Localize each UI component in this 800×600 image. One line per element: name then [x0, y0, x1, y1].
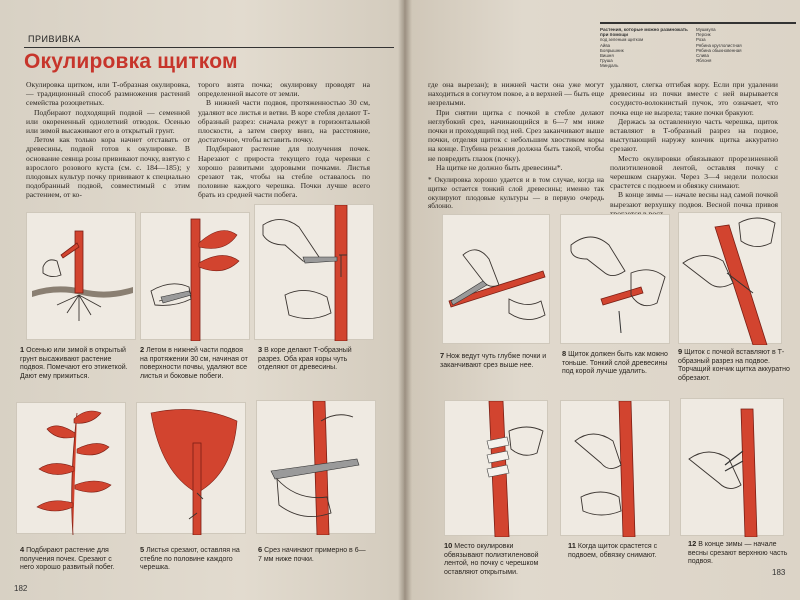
- paragraph: В конце зимы — начале весны над самой по…: [610, 190, 778, 217]
- caption-text: В конце зимы — начале весны срезают верх…: [688, 541, 788, 566]
- figure-8-caption: 8 Щиток должен быть как можно тоньше. То…: [562, 349, 672, 377]
- caption-text: В коре делают Т-образный разрез. Оба кра…: [258, 347, 352, 372]
- caption-text: Когда щиток срастется с подвоем, обвязку…: [568, 543, 658, 559]
- left-page: ПРИВИВКА Окулировка щитком Окулировка щи…: [0, 0, 404, 600]
- figure-2-illustration: [140, 212, 250, 342]
- text-column-3: где она вырезан); в нижней части она уже…: [428, 80, 604, 172]
- list-item: Рябина обыкновенная: [696, 47, 742, 53]
- page-title: Окулировка щитком: [24, 50, 238, 73]
- list-item: Боярышник: [600, 47, 624, 53]
- paragraph: Подбирают подходящий подвой — семенной и…: [26, 107, 190, 136]
- paragraph: где она вырезан); в нижней части она уже…: [428, 80, 604, 108]
- figure-5-caption: 5 Листья срезают, оставляя на стебле по …: [140, 545, 244, 573]
- list-item: Персик: [696, 32, 711, 38]
- figure-10-caption: 10 Место окулировки обвязывают полиэтиле…: [444, 541, 554, 577]
- caption-text: Нож ведут чуть глубже почки и заканчиваю…: [440, 353, 547, 369]
- caption-text: Срез начинают примерно в 6—7 мм ниже поч…: [258, 547, 366, 563]
- caption-text: Щиток с почкой вставляют в Т-образный ра…: [678, 349, 790, 382]
- figure-6-caption: 6 Срез начинают примерно в 6—7 мм ниже п…: [258, 545, 368, 564]
- plant-list-column-1: Растения, которые можно размножать при п…: [600, 27, 690, 69]
- plant-list-sidebar: Растения, которые можно размножать при п…: [600, 22, 796, 74]
- figure-3-caption: 3 В коре делают Т-образный разрез. Оба к…: [258, 345, 368, 373]
- header-rule: [24, 47, 394, 48]
- figure-number: 1: [20, 345, 25, 354]
- text-column-1: Окулировка щитком, или Т-образная окулир…: [26, 80, 190, 200]
- paragraph: Подбирают растение для получения почек. …: [198, 144, 370, 200]
- list-item: Миндаль: [600, 63, 619, 69]
- right-page: Растения, которые можно размножать при п…: [404, 0, 800, 600]
- text-column-2: торого взята почка; окулировку проводят …: [198, 80, 370, 200]
- figure-4-illustration: [16, 402, 126, 536]
- plant-list-subheading: под зеленым щитком: [600, 37, 644, 43]
- figure-6-illustration: [256, 400, 376, 536]
- figure-12-illustration: [680, 398, 784, 538]
- figure-number: 7: [440, 351, 445, 360]
- figure-11-illustration: [560, 400, 670, 538]
- plant-list-heading: Растения, которые можно размножать при п…: [600, 27, 688, 38]
- plant-list-column-2: Мушмула Персик Роза Рябина круглолистная…: [696, 27, 786, 63]
- figure-12-caption: 12 В конце зимы — начале весны срезают в…: [688, 539, 792, 567]
- footnote: * Окулировка хорошо удается и в том случ…: [428, 176, 604, 211]
- figure-10-illustration: [444, 400, 548, 538]
- list-item: Роза: [696, 37, 706, 43]
- paragraph: Летом как только кора начнет отставать о…: [26, 135, 190, 200]
- figure-9-illustration: [678, 212, 782, 346]
- list-item: Яблоня: [696, 58, 712, 64]
- list-item: Рябина круглолистная: [696, 42, 742, 48]
- figure-2-caption: 2 Летом в нижней части подвоя на протяже…: [140, 345, 250, 381]
- figure-1-caption: 1 Осенью или зимой в открытый грунт выса…: [20, 345, 132, 381]
- figure-4-caption: 4 Подбирают растение для получения почек…: [20, 545, 124, 573]
- figure-9-caption: 9 Щиток с почкой вставляют в Т-образный …: [678, 347, 790, 383]
- caption-text: Щиток должен быть как можно тоньше. Тонк…: [562, 351, 668, 376]
- figure-11-caption: 11 Когда щиток срастется с подвоем, обвя…: [568, 541, 672, 560]
- caption-text: Место окулировки обвязывают полиэтиленов…: [444, 543, 539, 576]
- figure-1-illustration: [26, 212, 136, 340]
- caption-text: Летом в нижней части подвоя на протяжени…: [140, 347, 248, 380]
- paragraph: В нижней части подвоя, протяженностью 30…: [198, 98, 370, 145]
- paragraph: При снятии щитка с почкой в стебле делаю…: [428, 107, 604, 163]
- figure-number: 11: [568, 541, 576, 550]
- paragraph: Держась за оставленную часть черешка, щи…: [610, 116, 778, 154]
- figure-number: 3: [258, 345, 263, 354]
- caption-text: Подбирают растение для получения почек. …: [20, 547, 115, 572]
- page-number: 183: [772, 568, 786, 577]
- figure-number: 6: [258, 545, 263, 554]
- footnote-text: * Окулировка хорошо удается и в том случ…: [428, 176, 604, 211]
- caption-text: Осенью или зимой в открытый грунт высажи…: [20, 347, 128, 380]
- book-gutter: [398, 0, 412, 600]
- paragraph: Место окулировки обвязывают прорезиненно…: [610, 153, 778, 191]
- figure-number: 4: [20, 545, 25, 554]
- figure-7-illustration: [442, 214, 550, 344]
- figure-7-caption: 7 Нож ведут чуть глубже почки и заканчив…: [440, 351, 550, 370]
- figure-number: 9: [678, 347, 683, 356]
- figure-number: 12: [688, 539, 697, 548]
- paragraph: удаляют, слегка отгибая кору. Если при у…: [610, 80, 778, 117]
- figure-3-illustration: [254, 204, 374, 342]
- figure-number: 10: [444, 541, 453, 550]
- figure-number: 5: [140, 545, 145, 554]
- section-label: ПРИВИВКА: [28, 34, 81, 44]
- paragraph: торого взята почка; окулировку проводят …: [198, 80, 370, 99]
- list-item: Слива: [696, 53, 709, 59]
- paragraph: На щитке не должно быть древесины*.: [436, 162, 563, 172]
- figure-number: 8: [562, 349, 567, 358]
- figure-5-illustration: [136, 402, 246, 536]
- figure-8-illustration: [560, 214, 670, 344]
- page-number: 182: [14, 584, 28, 593]
- list-item: Вишня: [600, 53, 614, 59]
- list-item: Айва: [600, 42, 611, 48]
- text-column-4: удаляют, слегка отгибая кору. Если при у…: [610, 80, 778, 218]
- list-item: Груша: [600, 58, 613, 64]
- caption-text: Листья срезают, оставляя на стебле по по…: [140, 547, 240, 572]
- list-item: Мушмула: [696, 27, 716, 32]
- paragraph: Окулировка щитком, или Т-образная окулир…: [26, 80, 190, 108]
- figure-number: 2: [140, 345, 145, 354]
